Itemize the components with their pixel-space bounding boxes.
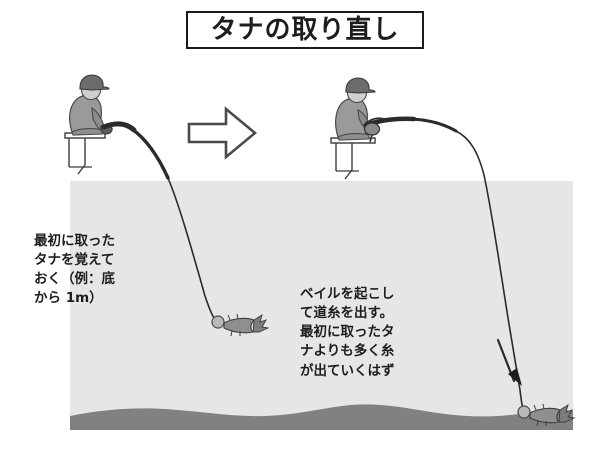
angler-body-left: [69, 74, 113, 136]
folding-stool-left: [64, 132, 106, 175]
right-angler-group: [330, 77, 378, 180]
right-arrow-icon: [187, 106, 258, 160]
left-angler-group: [64, 74, 113, 175]
caption-right: ベイルを起こし て道糸を出す。 最初に取ったタ ナよりも多く糸 が出ていくはず: [300, 286, 395, 379]
angler-body-right: [335, 77, 378, 141]
title-box: タナの取り直し: [186, 11, 424, 49]
page-title: タナの取り直し: [210, 15, 400, 45]
seabed: [70, 404, 573, 430]
folding-stool-right: [330, 137, 376, 180]
caption-left: 最初に取った タナを覚えて おく（例：底 から 1m）: [34, 233, 115, 307]
